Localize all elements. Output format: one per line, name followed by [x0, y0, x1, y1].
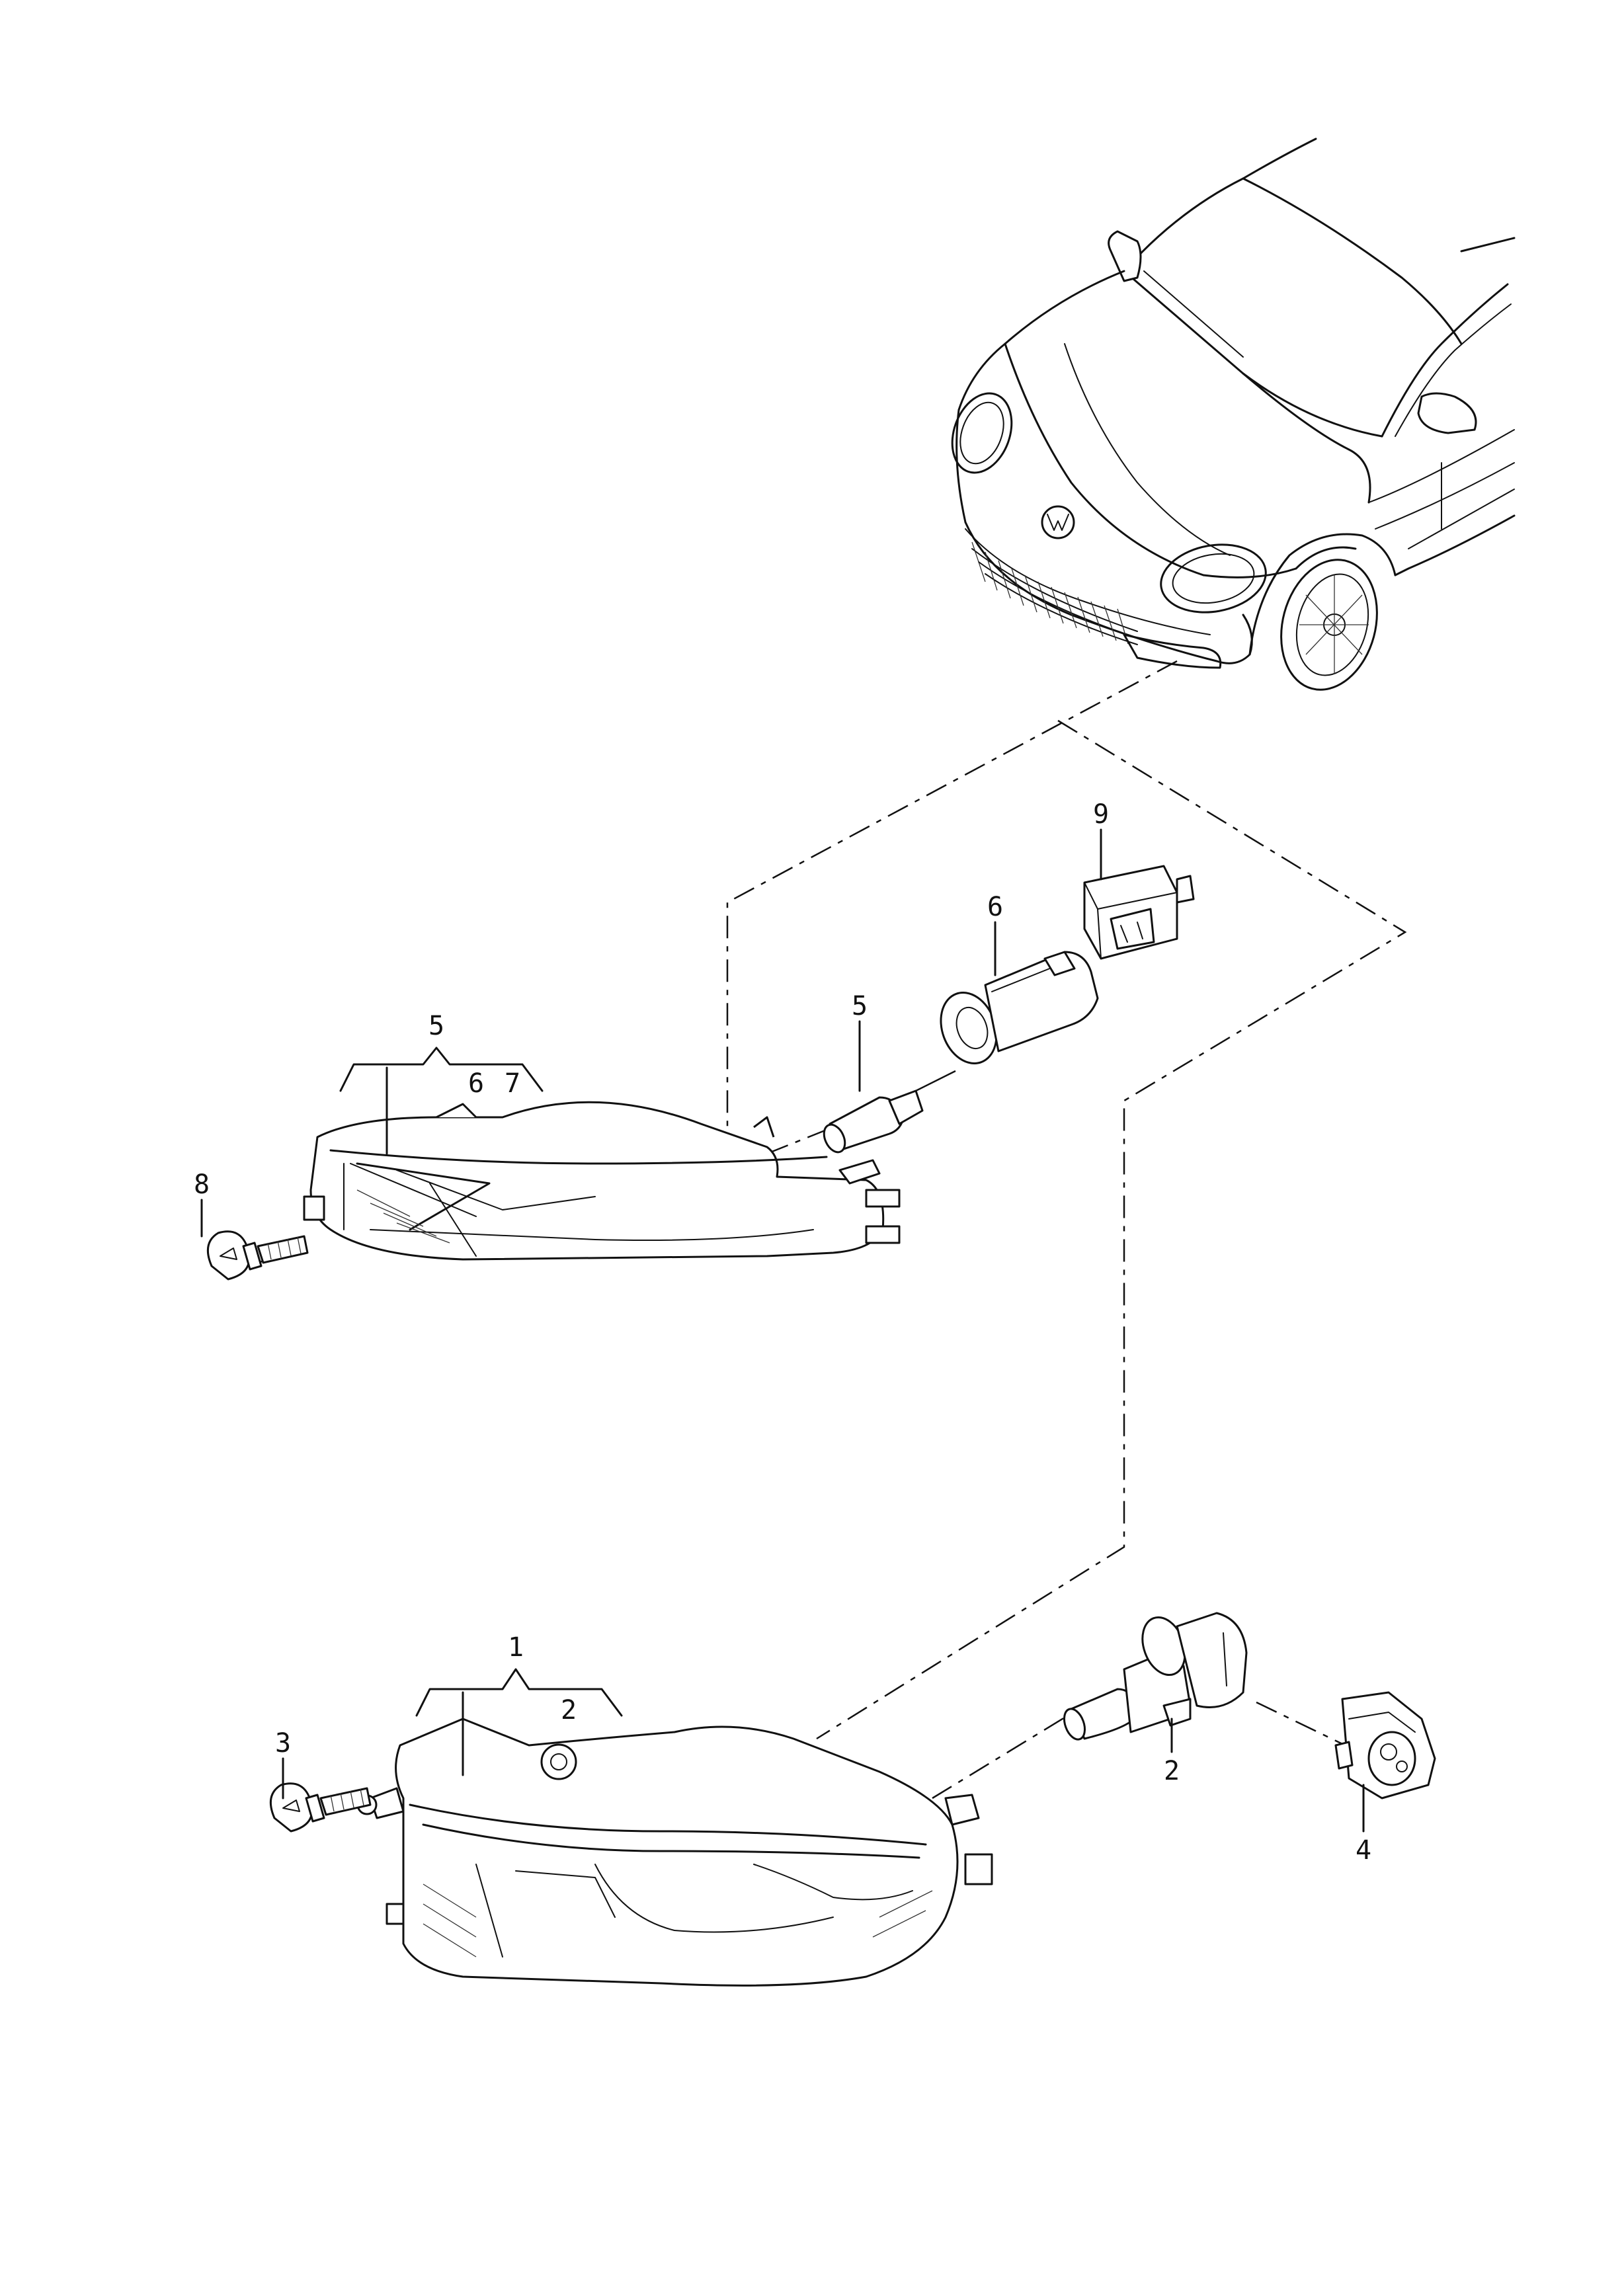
bulb-small	[823, 1089, 924, 1154]
fog-lamp	[356, 1718, 993, 1987]
screw-upper	[206, 1230, 309, 1281]
callout-4: 4	[1356, 1835, 1371, 1866]
callout-1: 1	[508, 1632, 524, 1663]
connector-housing-lower	[1334, 1691, 1436, 1800]
callout-6: 5	[852, 991, 868, 1021]
callout-2: 2	[1164, 1756, 1180, 1786]
turn-signal-lamp	[303, 1101, 901, 1261]
screw-lower	[269, 1782, 372, 1833]
callout-3: 3	[275, 1728, 291, 1759]
callout-7-upper-bracket: 7	[505, 1068, 520, 1099]
callout-5: 5	[428, 1011, 444, 1041]
halogen-bulb	[1063, 1612, 1248, 1741]
callout-8: 8	[194, 1169, 210, 1200]
callout-6-upper-bracket: 6	[468, 1068, 484, 1099]
callout-labels: 5 6 7 8 5 6 9 1 2 3 2 4	[194, 799, 1371, 1866]
callout-7: 6	[987, 892, 1003, 922]
callout-leaders	[200, 828, 1365, 1833]
bulb-holder	[940, 951, 1099, 1064]
callout-9: 9	[1093, 799, 1109, 830]
connector-housing-upper	[1083, 865, 1195, 960]
callout-2-lower-bracket: 2	[561, 1695, 577, 1725]
vehicle-front-view	[951, 138, 1516, 691]
